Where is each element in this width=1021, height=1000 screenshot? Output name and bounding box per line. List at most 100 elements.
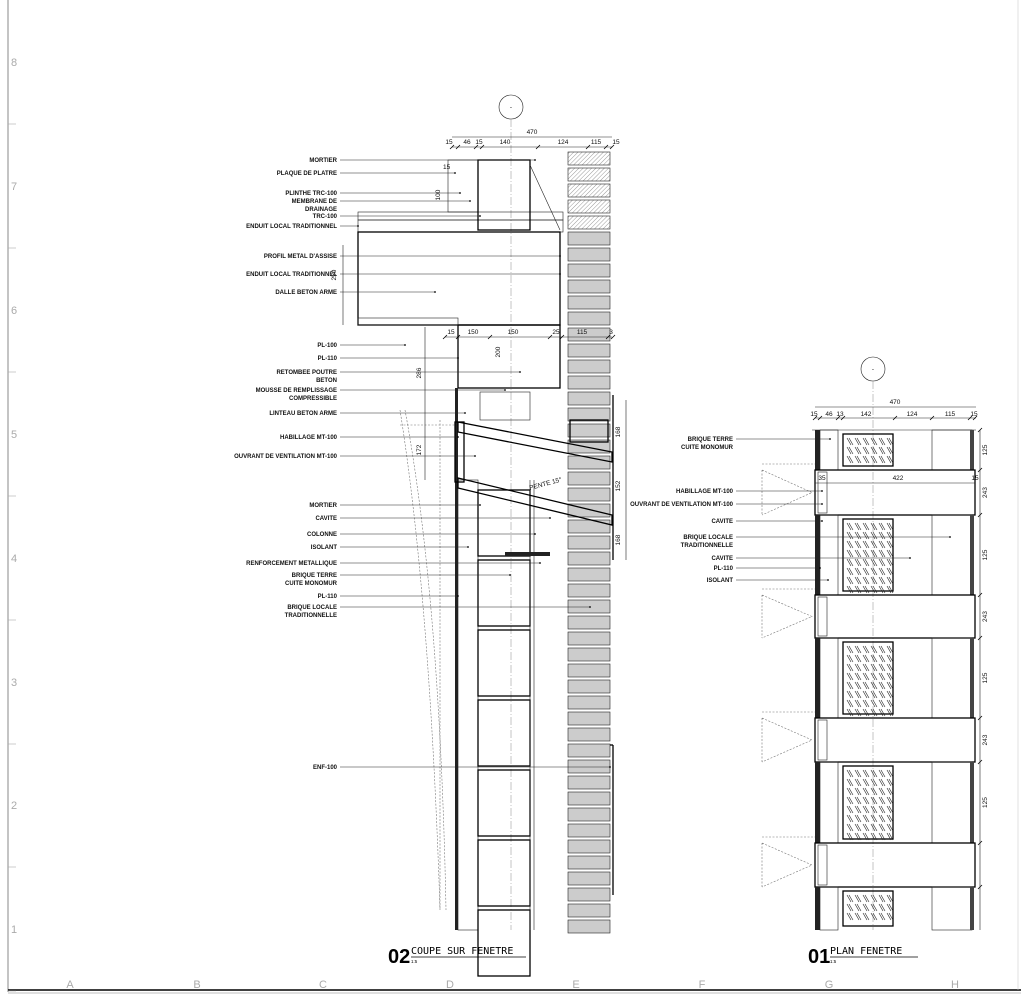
callout-label: DALLE BETON ARME	[275, 290, 337, 296]
section-scale: 1:5	[411, 959, 418, 964]
callout-label: TRC-100	[313, 214, 338, 220]
callout-label: PL-110	[318, 594, 338, 600]
dim-value: 200	[495, 346, 502, 357]
traditional-brick	[842, 433, 894, 467]
dim-value: 243	[982, 611, 989, 622]
window-frame-upper	[457, 421, 613, 463]
callout-label: ENDUIT LOCAL TRADITIONNEL	[246, 272, 337, 278]
dim-value: 286	[416, 367, 423, 378]
grid-row-label: 2	[11, 800, 17, 812]
callout-label: OUVRANT DE VENTILATION MT-100	[630, 502, 734, 508]
ventilation-sash	[454, 421, 465, 483]
grid-column-label: D	[446, 979, 454, 991]
grid-row-label: 3	[11, 677, 17, 689]
plan-marker-text: -	[872, 366, 874, 373]
callout-label: PL-110	[318, 356, 338, 362]
dim-value: 124	[907, 411, 918, 418]
callout-label: MORTIER	[309, 158, 337, 164]
sheet-frame	[7, 0, 1021, 994]
callout-label: COLONNE	[307, 532, 337, 538]
window-sill	[457, 477, 613, 526]
grid-column-label: G	[825, 979, 834, 991]
callout-label: LINTEAU BETON ARME	[269, 411, 337, 417]
plan-title: PLAN FENETRE	[830, 946, 902, 957]
plan-callouts: BRIQUE TERRE CUITE MONOMUR HABILLAGE MT-10…	[630, 437, 951, 584]
grid-column-label: C	[319, 979, 327, 991]
section-callouts: MORTIER PLAQUE DE PLATRE PLINTHE TRC-100ME…	[234, 158, 611, 771]
dim-value: 243	[982, 487, 989, 498]
dim-value: 125	[982, 549, 989, 560]
lintel	[479, 391, 531, 421]
dim-value: 142	[861, 411, 872, 418]
callout-label: MEMBRANE DE	[292, 199, 337, 205]
dim-value: 125	[982, 672, 989, 683]
window-opening	[814, 469, 976, 516]
callout-label: CUITE MONOMUR	[681, 445, 734, 451]
grid-row-label: 5	[11, 429, 17, 441]
callout-label: TRADITIONNELLE	[285, 613, 337, 619]
dim-value: 168	[615, 534, 622, 545]
callout-label: ISOLANT	[707, 578, 734, 584]
grid-row-label: 8	[11, 57, 17, 69]
callout-label: ISOLANT	[311, 545, 338, 551]
dim-value: 13	[836, 411, 844, 418]
ventilation-sash	[817, 844, 828, 886]
dim-value: 243	[982, 734, 989, 745]
callout-label: CAVITE	[711, 519, 733, 525]
dim-value: 35	[818, 475, 826, 482]
callout-label: BRIQUE LOCALE	[683, 535, 733, 541]
ventilation-sash	[817, 471, 828, 514]
dim-value: 124	[558, 139, 569, 146]
callout-label: PLAQUE DE PLATRE	[277, 171, 337, 177]
dim-value: 15	[447, 329, 455, 336]
dim-value: 100	[435, 189, 442, 200]
callout-label: CAVITE	[315, 516, 337, 522]
dim-value: 125	[982, 797, 989, 808]
dim-value: 150	[468, 329, 479, 336]
grid-row-label: 7	[11, 181, 17, 193]
grid-column-label: A	[66, 979, 74, 991]
dim-value: 46	[463, 139, 471, 146]
dim-total: 470	[527, 129, 538, 136]
section-drawing: -	[234, 94, 627, 977]
callout-label: ENF-100	[313, 765, 338, 771]
plan-number: 01	[808, 946, 830, 968]
callout-label: TRADITIONNELLE	[681, 543, 733, 549]
callout-label: MORTIER	[309, 503, 337, 509]
slope-label: PENTE 15°	[528, 475, 563, 491]
metal-reinforcement	[505, 552, 550, 556]
dim-plaster: 15	[443, 164, 451, 171]
dim-value: 115	[591, 139, 602, 146]
section-marker-text: -	[510, 104, 512, 111]
dim-value: 140	[500, 139, 511, 146]
window-opening	[814, 842, 976, 888]
callout-label: BRIQUE LOCALE	[287, 605, 337, 611]
grid-column-label: F	[699, 979, 706, 991]
plan-scale: 1:5	[830, 959, 837, 964]
dim-value: 115	[577, 329, 588, 336]
callout-label: COMPRESSIBLE	[289, 396, 337, 402]
grid-row-label: 1	[11, 924, 17, 936]
plan-dim-total: 470	[890, 399, 901, 406]
grid-column-label: E	[572, 979, 579, 991]
dim-value: 150	[508, 329, 519, 336]
traditional-brick	[842, 890, 894, 927]
callout-label: BETON	[316, 378, 337, 384]
callout-label: BRIQUE TERRE	[292, 573, 337, 579]
dim-value: 15	[971, 475, 979, 482]
dim-value: 15	[445, 139, 453, 146]
callout-label: BRIQUE TERRE	[688, 437, 733, 443]
dim-value: 25	[552, 329, 560, 336]
window-opening	[814, 717, 976, 763]
dim-value: 115	[945, 411, 956, 418]
callout-label: HABILLAGE MT-100	[676, 489, 734, 495]
callout-label: CAVITE	[711, 556, 733, 562]
callout-label: PLINTHE TRC-100	[285, 191, 337, 197]
dim-value: 15	[612, 139, 620, 146]
callout-label: RENFORCEMENT METALLIQUE	[246, 561, 337, 567]
dim-value: 125	[982, 444, 989, 455]
callout-label: PL-100	[317, 343, 337, 349]
callout-label: RETOMBEE POUTRE	[276, 370, 337, 376]
